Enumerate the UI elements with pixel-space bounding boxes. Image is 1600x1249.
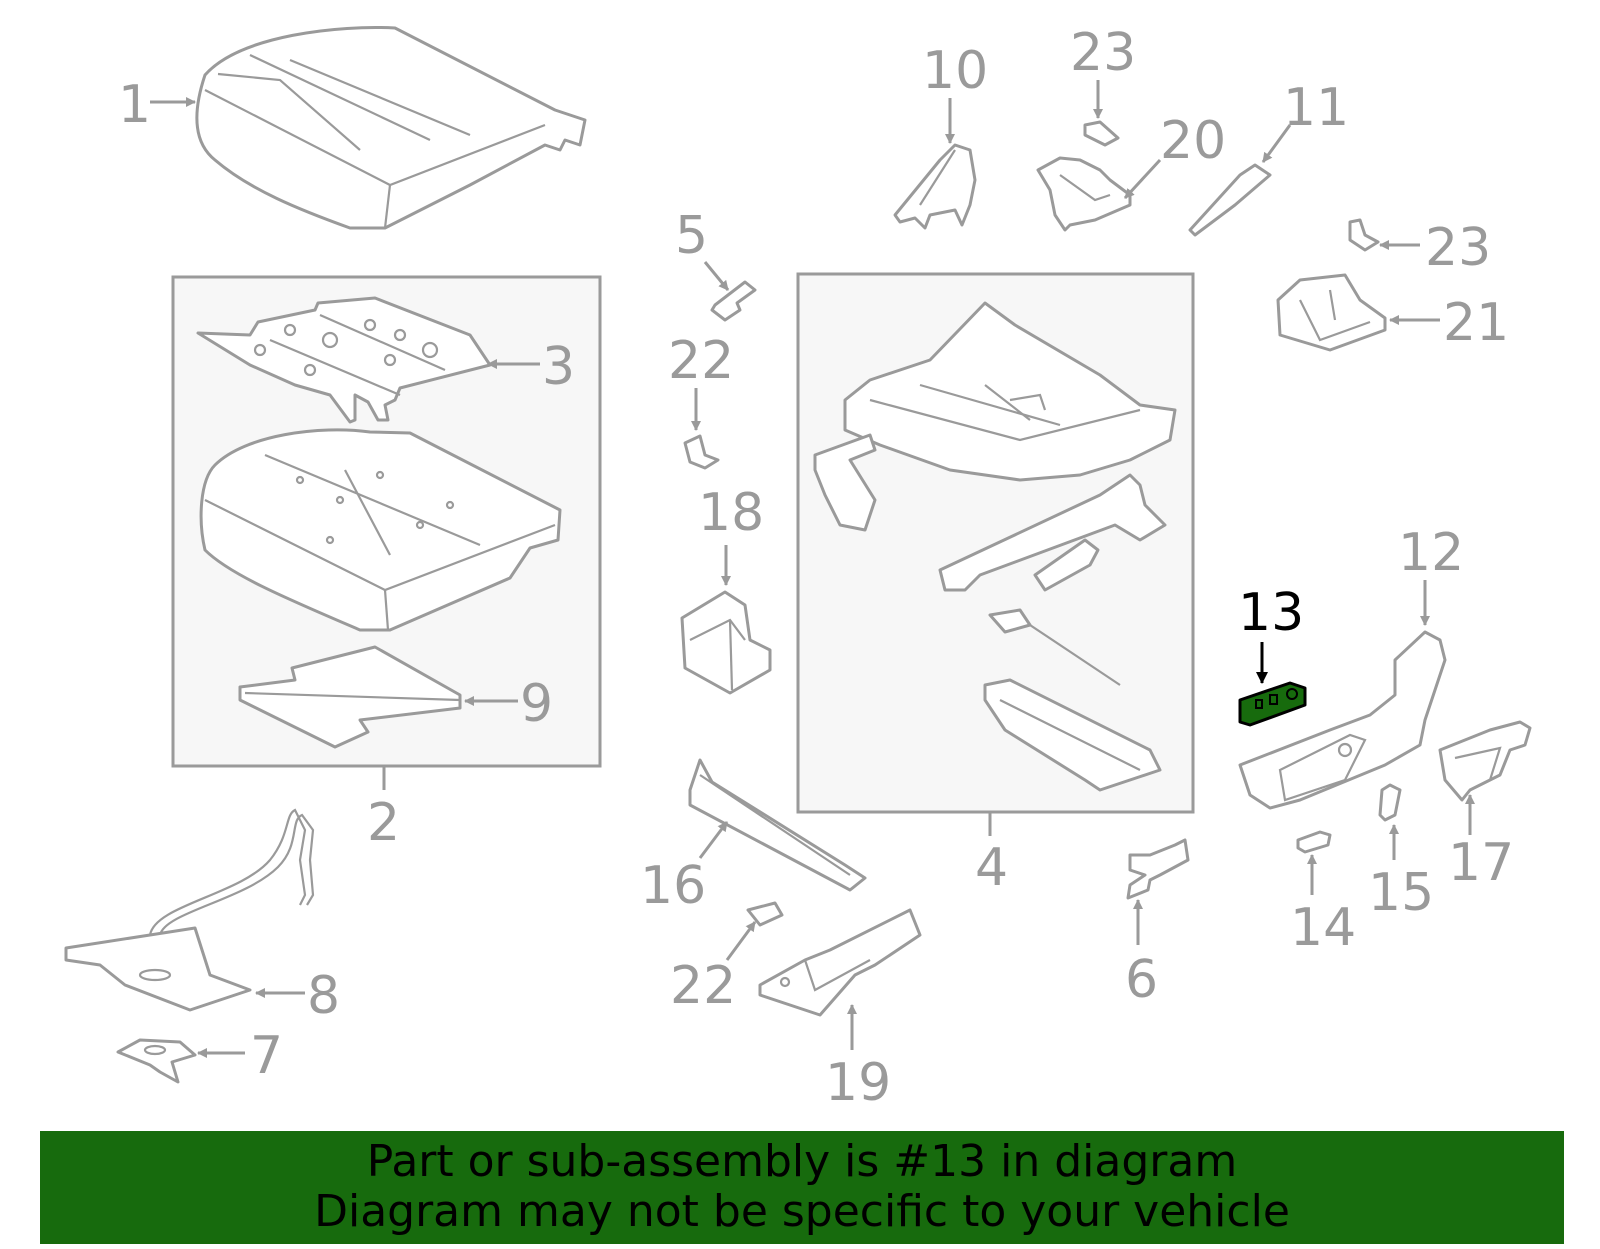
part-4-seat-frame	[813, 301, 1177, 792]
part-12-side-shield	[1238, 630, 1447, 810]
callout-1: 1	[118, 75, 151, 135]
callout-4: 4	[975, 838, 1008, 898]
part-15-cap	[1378, 783, 1402, 822]
banner-line-2: Diagram may not be specific to your vehi…	[314, 1186, 1290, 1237]
part-7-clip	[116, 1038, 197, 1084]
callout-3: 3	[542, 337, 575, 397]
callout-11: 11	[1283, 78, 1349, 138]
part-1-cushion-cover	[195, 26, 587, 230]
callout-22-lower: 22	[670, 956, 736, 1016]
parts-diagram: 1 3 9 2 8 7	[64, 23, 1532, 1113]
callout-19: 19	[825, 1053, 891, 1113]
part-23-clip-right	[1348, 218, 1380, 252]
part-13-seat-switch	[1238, 681, 1307, 727]
part-5-clip	[710, 280, 757, 322]
part-22-clip-lower	[746, 901, 784, 927]
callout-13: 13	[1238, 583, 1304, 643]
callout-22-upper: 22	[668, 331, 734, 391]
part-14-knob	[1296, 830, 1332, 854]
callout-16: 16	[640, 856, 706, 916]
part-22-clip-upper	[683, 434, 720, 470]
callout-17: 17	[1448, 833, 1514, 893]
part-17-trim	[1438, 720, 1532, 802]
part-23-clip-upper	[1083, 120, 1120, 147]
part-10-bracket	[893, 143, 977, 230]
info-banner: Part or sub-assembly is #13 in diagram D…	[40, 1131, 1564, 1244]
callout-2: 2	[367, 793, 400, 853]
callout-8: 8	[307, 966, 340, 1026]
part-16-trim-strip	[688, 758, 867, 892]
part-8-heater-harness	[64, 808, 315, 1012]
part-11-trim	[1188, 163, 1272, 237]
part-9-pad	[238, 645, 462, 749]
part-21-cover	[1276, 273, 1387, 352]
callout-23-upper: 23	[1070, 23, 1136, 83]
part-18-cover	[680, 590, 772, 695]
callout-18: 18	[698, 483, 764, 543]
callout-10: 10	[922, 41, 988, 101]
callout-21: 21	[1443, 293, 1509, 353]
part-19-side-shield	[758, 908, 922, 1017]
callout-9: 9	[520, 674, 553, 734]
part-2-cushion-pad	[199, 428, 562, 632]
callout-7: 7	[250, 1026, 283, 1086]
callout-14: 14	[1290, 898, 1356, 958]
banner-line-1: Part or sub-assembly is #13 in diagram	[366, 1136, 1238, 1187]
callout-6: 6	[1125, 950, 1158, 1010]
part-20-bracket	[1036, 156, 1132, 232]
part-3-seat-pan	[196, 296, 492, 424]
callout-20: 20	[1160, 111, 1226, 171]
callout-12: 12	[1398, 523, 1464, 583]
callout-5: 5	[675, 206, 708, 266]
callout-23-right: 23	[1425, 218, 1491, 278]
callout-15: 15	[1368, 863, 1434, 923]
part-6-bracket	[1126, 838, 1190, 900]
